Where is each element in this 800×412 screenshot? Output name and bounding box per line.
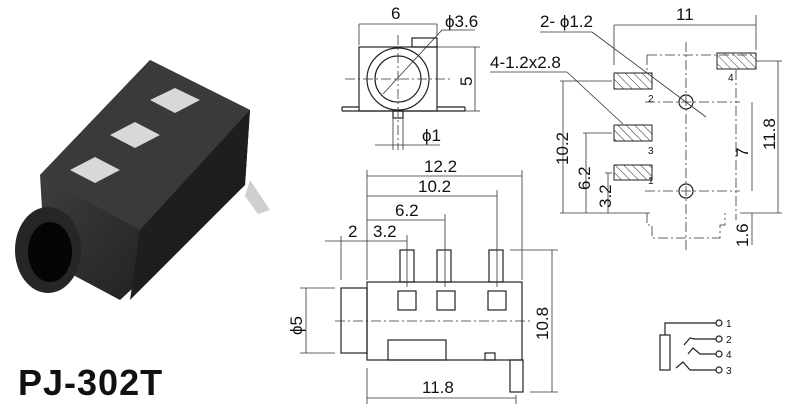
schematic: 1 2 4 3 <box>659 319 732 377</box>
front-height-dim: 5 <box>457 77 476 86</box>
hole-spacing-dim: 7 <box>733 148 752 157</box>
front-width-dim: 6 <box>391 4 400 23</box>
side-total-dim: 12.2 <box>424 157 457 176</box>
jack-opening <box>28 222 72 282</box>
pcb-footprint: 1 2 3 4 11 2- ϕ1.2 4-1.2x2.8 10.2 6.2 3.… <box>490 5 782 252</box>
terminal-pin <box>245 180 270 214</box>
side-pin1-dim: 3.2 <box>373 222 397 241</box>
pads-label: 4-1.2x2.8 <box>490 53 561 72</box>
footprint-width-dim: 11 <box>676 5 694 24</box>
front-pin-dim: ϕ1 <box>422 126 441 145</box>
pad-label-2: 2 <box>648 94 654 105</box>
pad-label-4: 4 <box>728 73 734 84</box>
pad-2 <box>613 72 653 90</box>
side-nose-dia-dim: ϕ5 <box>287 316 306 335</box>
schematic-pin-1: 1 <box>726 319 732 330</box>
pad-label-3: 3 <box>648 146 654 157</box>
pad-4 <box>716 52 757 70</box>
footprint-dim-b: 6.2 <box>575 166 594 190</box>
footprint-overall-dim: 11.8 <box>760 118 779 150</box>
pad-1 <box>613 164 653 181</box>
side-pin3-dim: 10.2 <box>418 177 451 196</box>
product-photo <box>15 60 270 300</box>
front-bore-dim: ϕ3.6 <box>445 12 478 31</box>
mount-hole <box>678 183 694 199</box>
side-nose-dim: 2 <box>348 222 357 241</box>
contact-pad <box>70 157 120 183</box>
pad-3 <box>613 124 653 142</box>
schematic-pin-2: 2 <box>726 335 732 346</box>
model-title: PJ-302T <box>18 362 164 403</box>
schematic-pin-3: 3 <box>726 366 732 377</box>
mount-hole <box>678 94 694 110</box>
footprint-offset-dim: 1.6 <box>733 223 752 247</box>
front-view: 6 ϕ3.6 5 ϕ1 <box>341 4 480 150</box>
side-height-dim: 10.8 <box>533 307 552 340</box>
pad-label-1: 1 <box>648 176 654 187</box>
footprint-dim-a: 10.2 <box>553 132 572 165</box>
holes-label: 2- ϕ1.2 <box>540 12 593 31</box>
side-view: 12.2 10.2 6.2 2 3.2 ϕ5 10.8 11.8 <box>287 157 558 404</box>
side-pin2-dim: 6.2 <box>395 201 419 220</box>
contact-pad <box>110 122 160 148</box>
schematic-pin-4: 4 <box>726 350 732 361</box>
footprint-dim-c: 3.2 <box>596 184 615 208</box>
side-length-dim: 11.8 <box>422 378 454 397</box>
contact-pad <box>150 88 200 113</box>
